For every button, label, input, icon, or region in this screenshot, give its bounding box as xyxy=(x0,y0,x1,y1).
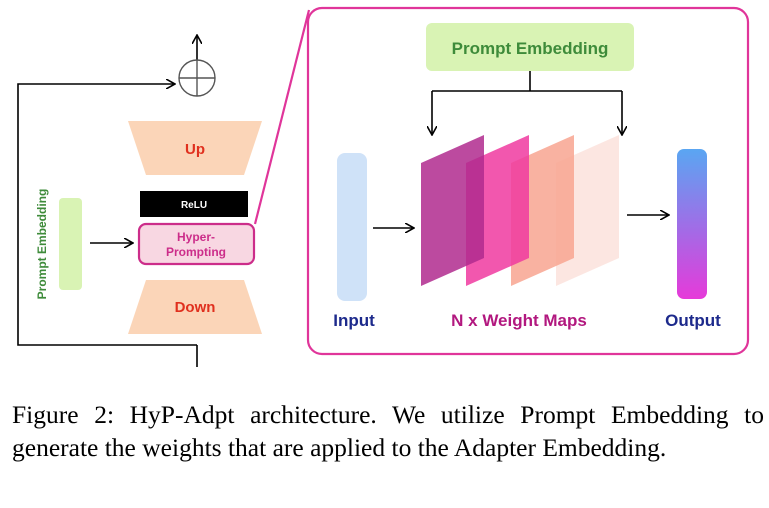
hyper-prompting-detail-panel: Prompt Embedding Input N x Weight Maps O… xyxy=(306,6,750,356)
down-projection xyxy=(128,280,262,334)
add-operator-icon xyxy=(178,59,216,97)
prompt-embedding-box xyxy=(426,23,634,71)
hyper-prompting-block xyxy=(137,222,256,266)
zoom-connector-line xyxy=(253,9,311,225)
hyper-label-line1: Hyper- xyxy=(177,230,215,244)
output-bar xyxy=(677,149,707,299)
down-label: Down xyxy=(175,299,216,316)
input-label: Input xyxy=(333,311,375,330)
up-projection xyxy=(128,121,262,175)
architecture-diagram: Up ReLU Hyper- Prompting Down Prompt Emb… xyxy=(17,6,750,367)
weight-map-1 xyxy=(421,135,484,286)
prompt-embedding-bar xyxy=(59,198,82,290)
figure-caption: Figure 2: HyP-Adpt architecture. We util… xyxy=(12,400,764,462)
adapter-block: Up ReLU Hyper- Prompting Down Prompt Emb… xyxy=(17,36,262,367)
prompt-embedding-label: Prompt Embedding xyxy=(452,39,609,58)
weight-maps-label: N x Weight Maps xyxy=(451,311,587,330)
prompt-embedding-vertical-label: Prompt Embedding xyxy=(35,189,49,300)
hyper-label-line2: Prompting xyxy=(166,245,226,259)
relu-layer xyxy=(140,191,248,217)
residual-connection xyxy=(17,84,197,346)
relu-label: ReLU xyxy=(181,200,207,211)
output-label: Output xyxy=(665,311,721,330)
up-label: Up xyxy=(185,141,205,158)
input-bar xyxy=(337,153,367,301)
